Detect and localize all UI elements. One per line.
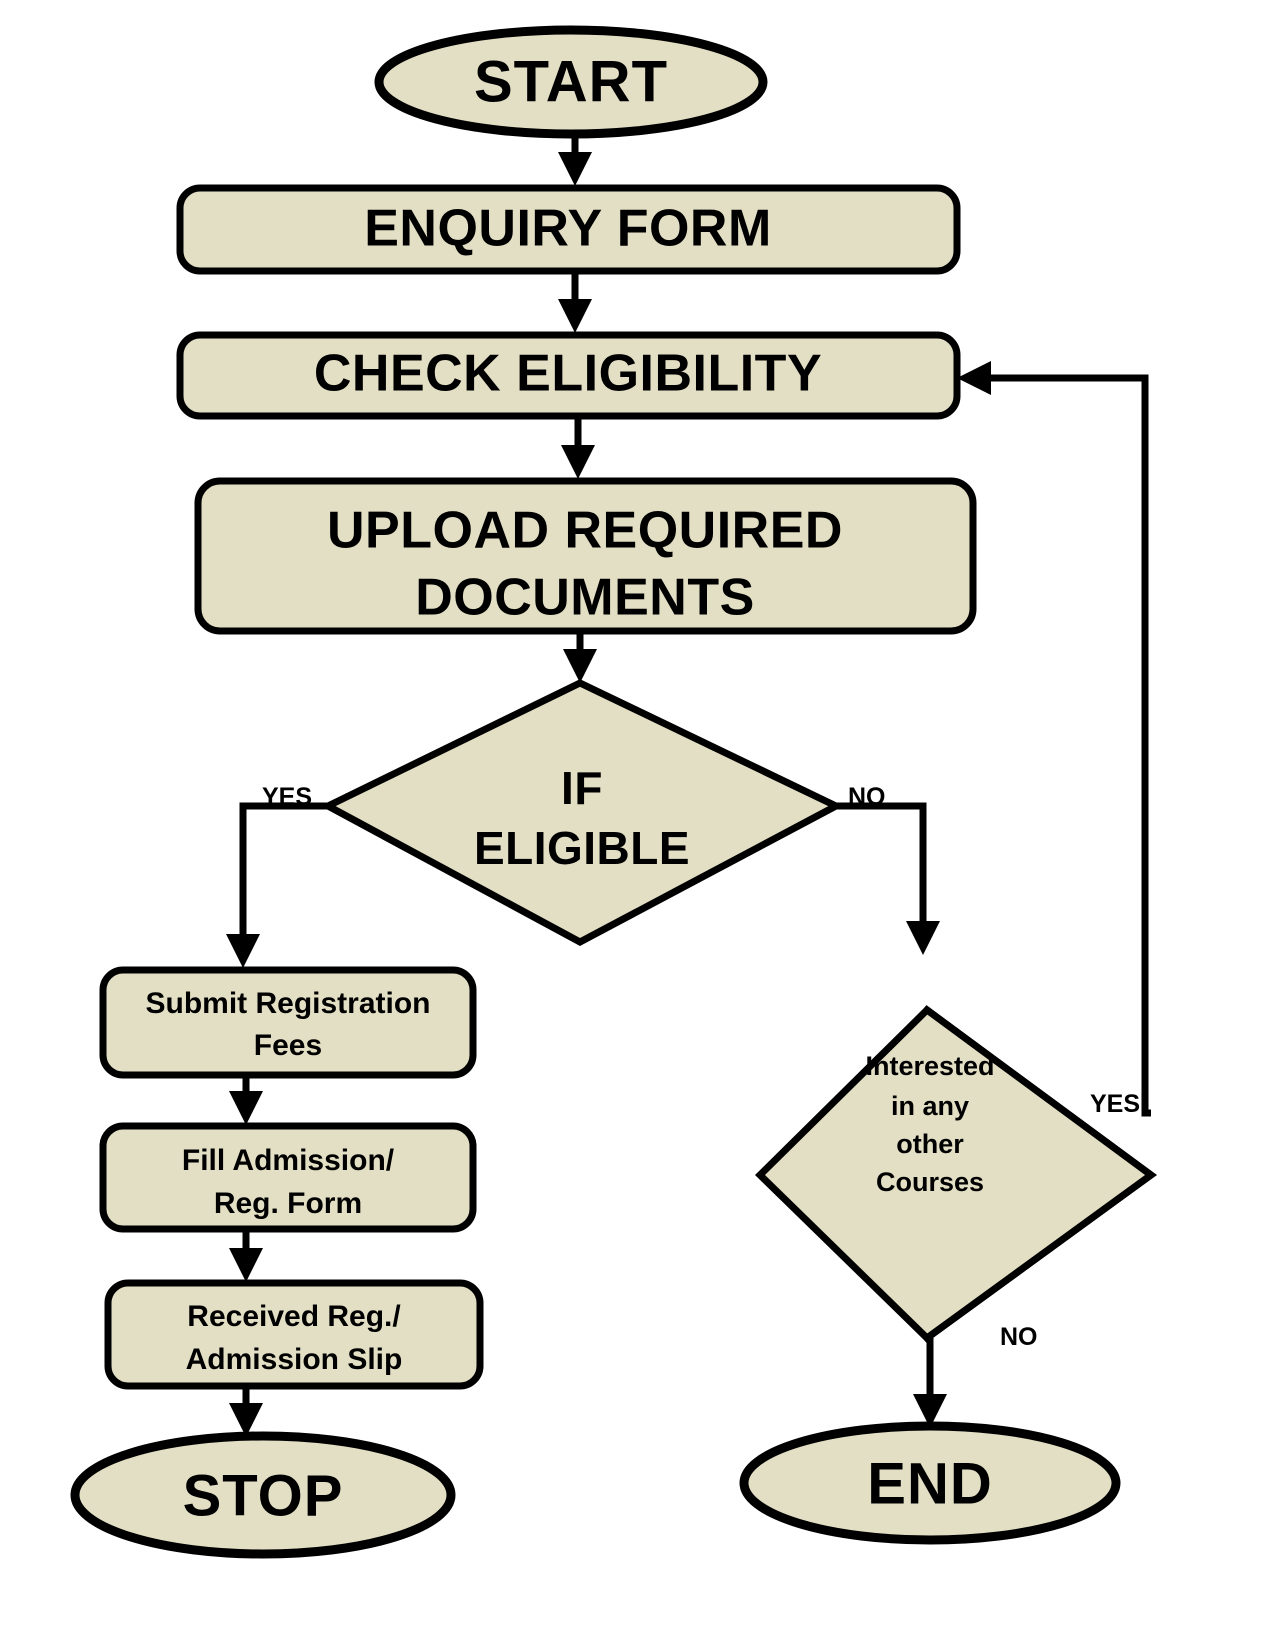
node-start-label: START: [474, 49, 668, 114]
node-upload-documents[interactable]: UPLOAD REQUIRED DOCUMENTS: [194, 477, 977, 635]
node-stop[interactable]: STOP: [70, 1431, 456, 1559]
node-fill-form-label-line1: Fill Admission/: [182, 1144, 395, 1177]
node-fill-form[interactable]: Fill Admission/ Reg. Form: [99, 1122, 477, 1233]
node-start[interactable]: START: [374, 25, 768, 139]
connector-form-to-slip: [229, 1230, 263, 1282]
node-end-label: END: [867, 1451, 992, 1516]
node-stop-label: STOP: [183, 1463, 344, 1528]
node-submit-fees-label-line1: Submit Registration: [145, 987, 430, 1020]
node-check-eligibility[interactable]: CHECK ELIGIBILITY: [176, 331, 961, 420]
connector-interested-yes-loopback: [957, 361, 1151, 1117]
node-interested-label-line4: Courses: [876, 1167, 984, 1197]
node-upload-documents-label-line1: UPLOAD REQUIRED: [327, 502, 843, 560]
node-enquiry-form-label: ENQUIRY FORM: [364, 200, 772, 258]
node-received-slip[interactable]: Received Reg./ Admission Slip: [104, 1279, 484, 1390]
edge-label-eligible-yes: YES: [262, 783, 312, 811]
connector-if-eligible-yes: [226, 802, 328, 968]
connector-interested-no-to-end: [913, 1338, 947, 1428]
edge-label-interested-yes: YES: [1090, 1090, 1140, 1118]
node-interested-other-courses[interactable]: Interested in any other Courses: [755, 1005, 1157, 1343]
node-interested-label-line2: in any: [891, 1091, 969, 1121]
node-submit-fees-label-line2: Fees: [254, 1029, 322, 1062]
node-if-eligible-label-line2: ELIGIBLE: [474, 822, 690, 874]
connector-start-to-enquiry: [558, 136, 592, 186]
node-if-eligible[interactable]: IF ELIGIBLE: [320, 679, 844, 946]
connector-upload-to-if-eligible: [563, 633, 597, 683]
node-interested-label-line1: Interested: [865, 1051, 994, 1081]
node-check-eligibility-label: CHECK ELIGIBILITY: [314, 345, 822, 403]
node-received-slip-label-line1: Received Reg./: [187, 1300, 401, 1333]
connector-check-to-upload: [561, 418, 595, 479]
node-if-eligible-label-line1: IF: [561, 762, 603, 814]
connector-fees-to-form: [229, 1077, 263, 1125]
node-upload-documents-label-line2: DOCUMENTS: [415, 569, 755, 627]
node-interested-label-line3: other: [896, 1129, 964, 1159]
connector-slip-to-stop: [229, 1388, 263, 1437]
node-enquiry-form[interactable]: ENQUIRY FORM: [176, 184, 961, 275]
edge-label-interested-no: NO: [1000, 1323, 1038, 1351]
node-fill-form-label-line2: Reg. Form: [214, 1187, 362, 1220]
connector-if-eligible-no: [836, 802, 940, 955]
node-received-slip-label-line2: Admission Slip: [186, 1343, 403, 1376]
node-submit-fees[interactable]: Submit Registration Fees: [99, 966, 477, 1079]
node-end[interactable]: END: [739, 1421, 1121, 1545]
edge-label-eligible-no: NO: [848, 783, 886, 811]
connector-enquiry-to-check: [558, 273, 592, 333]
